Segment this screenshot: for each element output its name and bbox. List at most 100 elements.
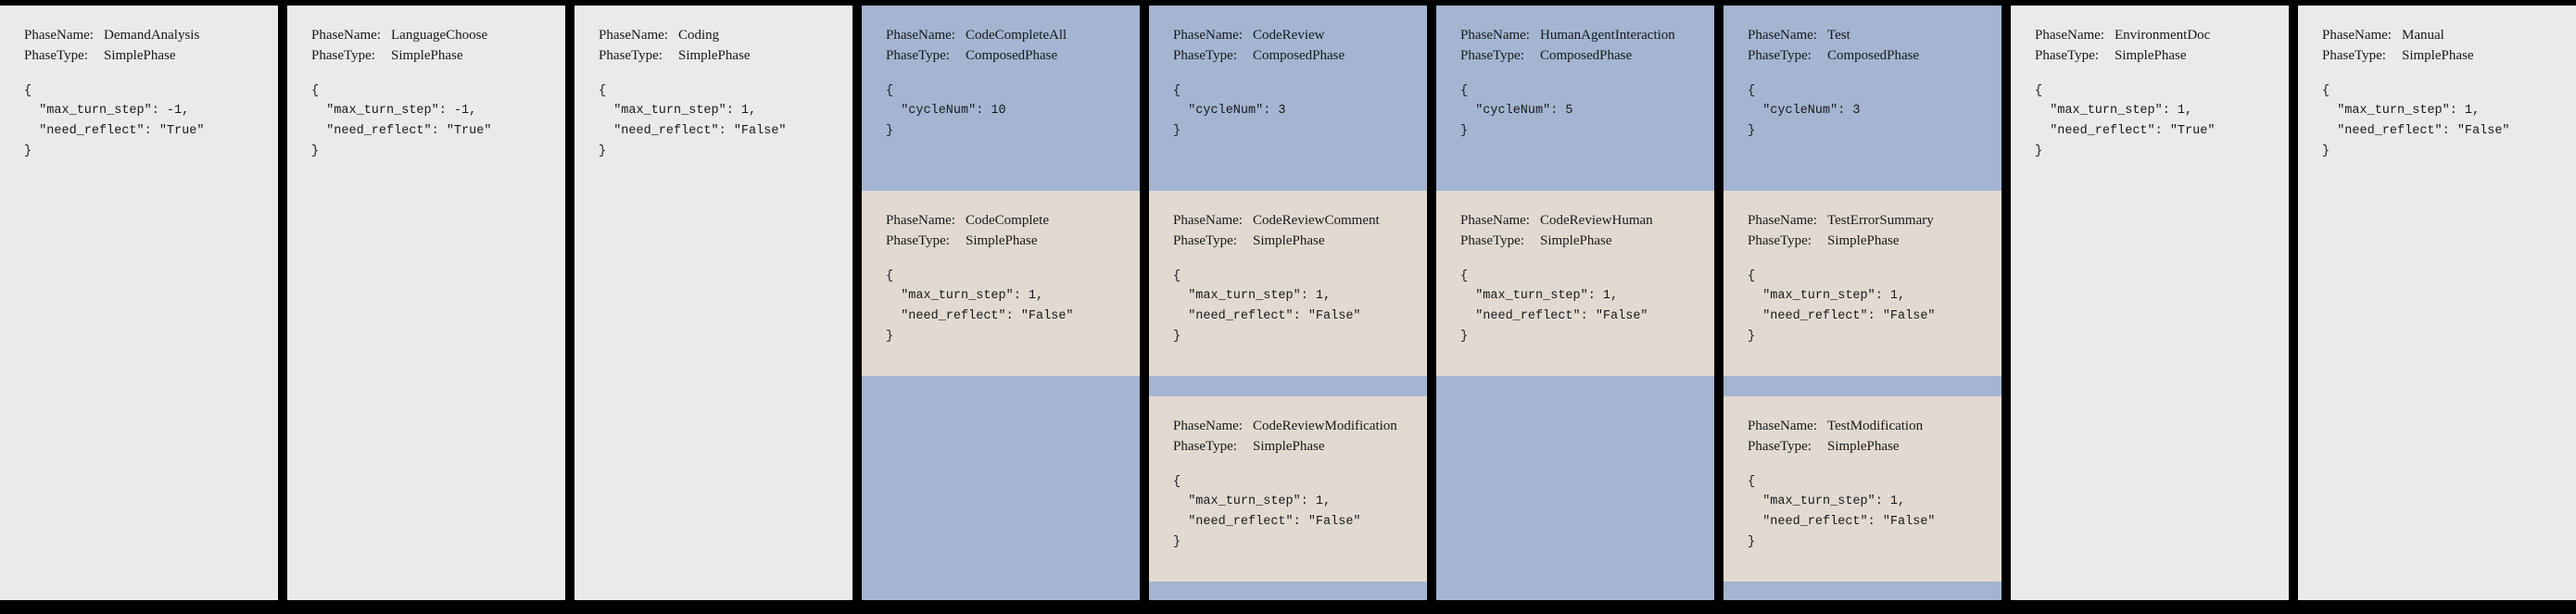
- json-line: {: [886, 83, 894, 98]
- json-line: "need_reflect": "True": [311, 124, 492, 139]
- phase-config-json: { "max_turn_step": 1, "need_reflect": "F…: [1173, 472, 1403, 553]
- phase-name-row: PhaseName:CodeComplete: [886, 211, 1116, 232]
- json-line: "need_reflect": "False": [599, 124, 787, 139]
- json-line: {: [1748, 83, 1756, 98]
- phase-name-value: CodeReviewComment: [1253, 213, 1380, 228]
- phase-name-row: PhaseName:Manual: [2322, 26, 2552, 46]
- phase-type-row: PhaseType:SimplePhase: [311, 46, 541, 67]
- json-line: "need_reflect": "False": [886, 309, 1074, 324]
- json-line: }: [1173, 330, 1181, 345]
- phase-type-row: PhaseType: SimplePhase: [24, 46, 254, 67]
- phase-name-row: PhaseName:LanguageChoose: [311, 26, 541, 46]
- phase-config-json: { "max_turn_step": 1, "need_reflect": "F…: [886, 267, 1116, 347]
- json-line: {: [24, 83, 32, 98]
- phase-type-key: PhaseType:: [24, 47, 88, 63]
- json-line: }: [1748, 330, 1756, 345]
- phase-config-json: { "cycleNum": 3}: [1748, 81, 1977, 143]
- json-line: {: [1173, 474, 1181, 489]
- json-line: }: [311, 144, 320, 159]
- phase-name-value: TestModification: [1827, 419, 1924, 433]
- phase-config-json: { "max_turn_step": 1, "need_reflect": "F…: [1748, 267, 1977, 347]
- json-line: "max_turn_step": 1,: [1748, 289, 1906, 304]
- phase-name-row: PhaseName:DemandAnalysis: [24, 26, 254, 46]
- phase-type-row: PhaseType:SimplePhase: [599, 46, 828, 67]
- json-line: "max_turn_step": 1,: [2322, 104, 2481, 119]
- phase-type-key: PhaseType:: [886, 47, 950, 63]
- json-line: "max_turn_step": 1,: [886, 289, 1044, 304]
- composed-phase-filler: [862, 376, 1140, 600]
- phase-name-row: PhaseName:TestErrorSummary: [1748, 211, 1977, 232]
- phase-type-row: PhaseType:ComposedPhase: [1173, 46, 1403, 67]
- json-line: "need_reflect": "False": [1748, 515, 1936, 530]
- phase-name-key: PhaseName:: [1460, 28, 1530, 43]
- json-line: }: [1173, 124, 1181, 139]
- phase-name-key: PhaseName:: [311, 28, 381, 43]
- json-line: {: [886, 269, 894, 283]
- json-line: {: [1748, 474, 1756, 489]
- phase-type-row: PhaseType: SimplePhase: [2035, 46, 2265, 67]
- json-line: {: [1748, 269, 1756, 283]
- phase-type-value: ComposedPhase: [966, 47, 1058, 63]
- json-line: "need_reflect": "True": [2035, 124, 2216, 139]
- json-line: }: [599, 144, 607, 159]
- phase-type-value: SimplePhase: [1253, 232, 1325, 248]
- json-line: {: [1460, 83, 1469, 98]
- phase-type-value: SimplePhase: [1827, 438, 1900, 454]
- phase-type-row: PhaseType: SimplePhase: [1748, 437, 1977, 457]
- json-line: "cycleNum": 10: [886, 104, 1006, 119]
- json-line: "max_turn_step": -1,: [311, 104, 477, 119]
- phase-config-json: { "max_turn_step": -1, "need_reflect": "…: [311, 81, 541, 162]
- json-line: {: [599, 83, 607, 98]
- phase-name-row: PhaseName:CodeReviewModification: [1173, 417, 1403, 437]
- phase-type-value: SimplePhase: [104, 47, 176, 63]
- phase-name-value: TestErrorSummary: [1827, 213, 1934, 228]
- phase-config-json: { "max_turn_step": 1, "need_reflect": "F…: [1748, 472, 1977, 553]
- composed-phase-filler: [1149, 582, 1427, 600]
- phase-name-value: CodeReview: [1253, 28, 1325, 43]
- phase-type-value: SimplePhase: [391, 47, 463, 63]
- json-line: "need_reflect": "False": [1173, 515, 1361, 530]
- json-line: }: [2035, 144, 2043, 159]
- phase-type-key: PhaseType:: [1748, 438, 1812, 454]
- phase-type-row: PhaseType: ComposedPhase: [886, 46, 1116, 67]
- phase-name-key: PhaseName:: [1460, 213, 1530, 228]
- phase-type-key: PhaseType:: [2035, 47, 2099, 63]
- json-line: }: [1460, 330, 1469, 345]
- phase-config-json: { "max_turn_step": 1, "need_reflect": "T…: [2035, 81, 2265, 162]
- phase-type-key: PhaseType:: [1460, 232, 1524, 248]
- phase-name-value: CodeComplete: [966, 213, 1049, 228]
- phase-type-value: SimplePhase: [2115, 47, 2187, 63]
- phase-name-row: PhaseName:CodeReviewComment: [1173, 211, 1403, 232]
- subphase-separator: [1149, 376, 1427, 396]
- phase-name-key: PhaseName:: [2322, 28, 2392, 43]
- composed-phase-filler: [1724, 582, 2001, 600]
- json-line: }: [24, 144, 32, 159]
- json-line: }: [886, 330, 894, 345]
